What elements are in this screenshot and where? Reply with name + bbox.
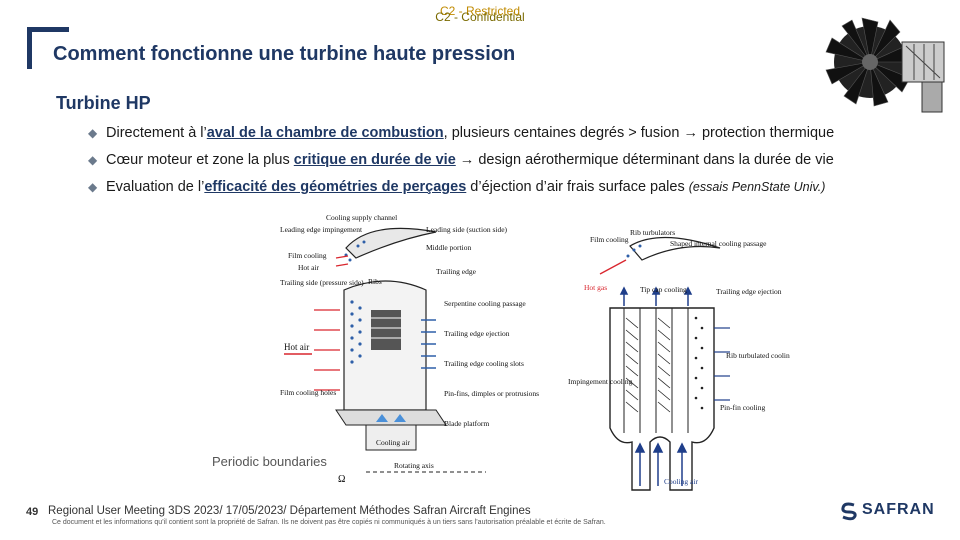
label-pin-fin: Pin-fin cooling [720, 403, 765, 412]
label-cooling-air: Cooling air [376, 438, 410, 447]
label-film-holes: Film cooling holes [280, 388, 336, 397]
classification-line2: C2 - Confidential [435, 10, 525, 24]
label-hot-air: Hot air [284, 342, 309, 352]
label-te-ejection-right: Trailing edge ejection [716, 287, 782, 296]
label-te-slots: Trailing edge cooling slots [444, 359, 524, 368]
label-hot-gas: Hot gas [584, 283, 607, 292]
turbofan-engine-image [825, 17, 945, 113]
label-rotating-axis: Rotating axis [394, 461, 434, 470]
label-shaped-passage: Shaped internal cooling passage [670, 239, 767, 248]
corner-accent-vertical [27, 27, 32, 69]
label-trailing-side: Trailing side (pressure side) [280, 278, 364, 287]
label-middle-portion: Middle portion [426, 243, 471, 252]
ribs-cutaway [371, 310, 401, 350]
label-pin-fins: Pin-fins, dimples or protrusions [444, 389, 539, 398]
section-body [609, 307, 715, 491]
footer-legal: Ce document et les informations qu’il co… [52, 519, 606, 526]
safran-logo-text: SAFRAN [862, 501, 935, 518]
label-hot-air-small: Hot air [298, 263, 320, 272]
label-cooling-supply: Cooling supply channel [326, 213, 397, 222]
classification-label: C2 - Restricted C2 - Confidential [420, 5, 540, 23]
safran-logo-icon [841, 502, 857, 521]
label-blade-platform: Blade platform [444, 419, 489, 428]
label-ribs: Ribs [368, 277, 382, 286]
diamond-bullet-icon: ◆ [88, 126, 98, 140]
classification-line1: C2 - Restricted [439, 4, 521, 18]
blade-section-diagram: Rib turbulators Film cooling Shaped inte… [568, 228, 790, 491]
bullet-item: ◆Cœur moteur et zone la plus critique en… [88, 152, 834, 168]
corner-accent-horizontal [27, 27, 69, 32]
footer-text: Regional User Meeting 3DS 2023/ 17/05/20… [48, 505, 531, 517]
label-trailing-edge: Trailing edge [436, 267, 477, 276]
airfoil-section [345, 227, 437, 259]
label-omega: Ω [338, 474, 345, 485]
slide-title: Comment fonctionne une turbine haute pre… [53, 43, 516, 65]
label-impingement: Impingement cooling [568, 377, 633, 386]
label-leading-side: Leading side (suction side) [426, 225, 508, 234]
diamond-bullet-icon: ◆ [88, 180, 98, 194]
label-film-cooling-right: Film cooling [590, 235, 629, 244]
cooled-blade-diagram: Cooling supply channel Leading edge impi… [280, 213, 539, 485]
label-tip-cap: Tip cap cooling [640, 285, 687, 294]
bullet-item: ◆Directement à l’aval de la chambre de c… [88, 125, 835, 141]
periodic-boundaries-label: Periodic boundaries [212, 454, 327, 469]
blade-platform [335, 409, 447, 426]
label-rib-turbulators: Rib turbulators [630, 228, 675, 237]
label-film-cooling: Film cooling [288, 251, 327, 260]
label-te-ejection: Trailing edge ejection [444, 329, 510, 338]
page-number: 49 [26, 506, 39, 518]
bullet-item: ◆Evaluation de l’efficacité des géométri… [88, 179, 826, 195]
label-serpentine: Serpentine cooling passage [444, 299, 526, 308]
label-rib-turbulated: Rib turbulated cooling [726, 351, 790, 360]
diamond-bullet-icon: ◆ [88, 153, 98, 167]
label-le-impingement: Leading edge impingement [280, 225, 363, 234]
label-cooling-air-right: Cooling air [664, 477, 698, 486]
airfoil-outline [629, 236, 721, 261]
slide-subtitle: Turbine HP [56, 93, 151, 113]
